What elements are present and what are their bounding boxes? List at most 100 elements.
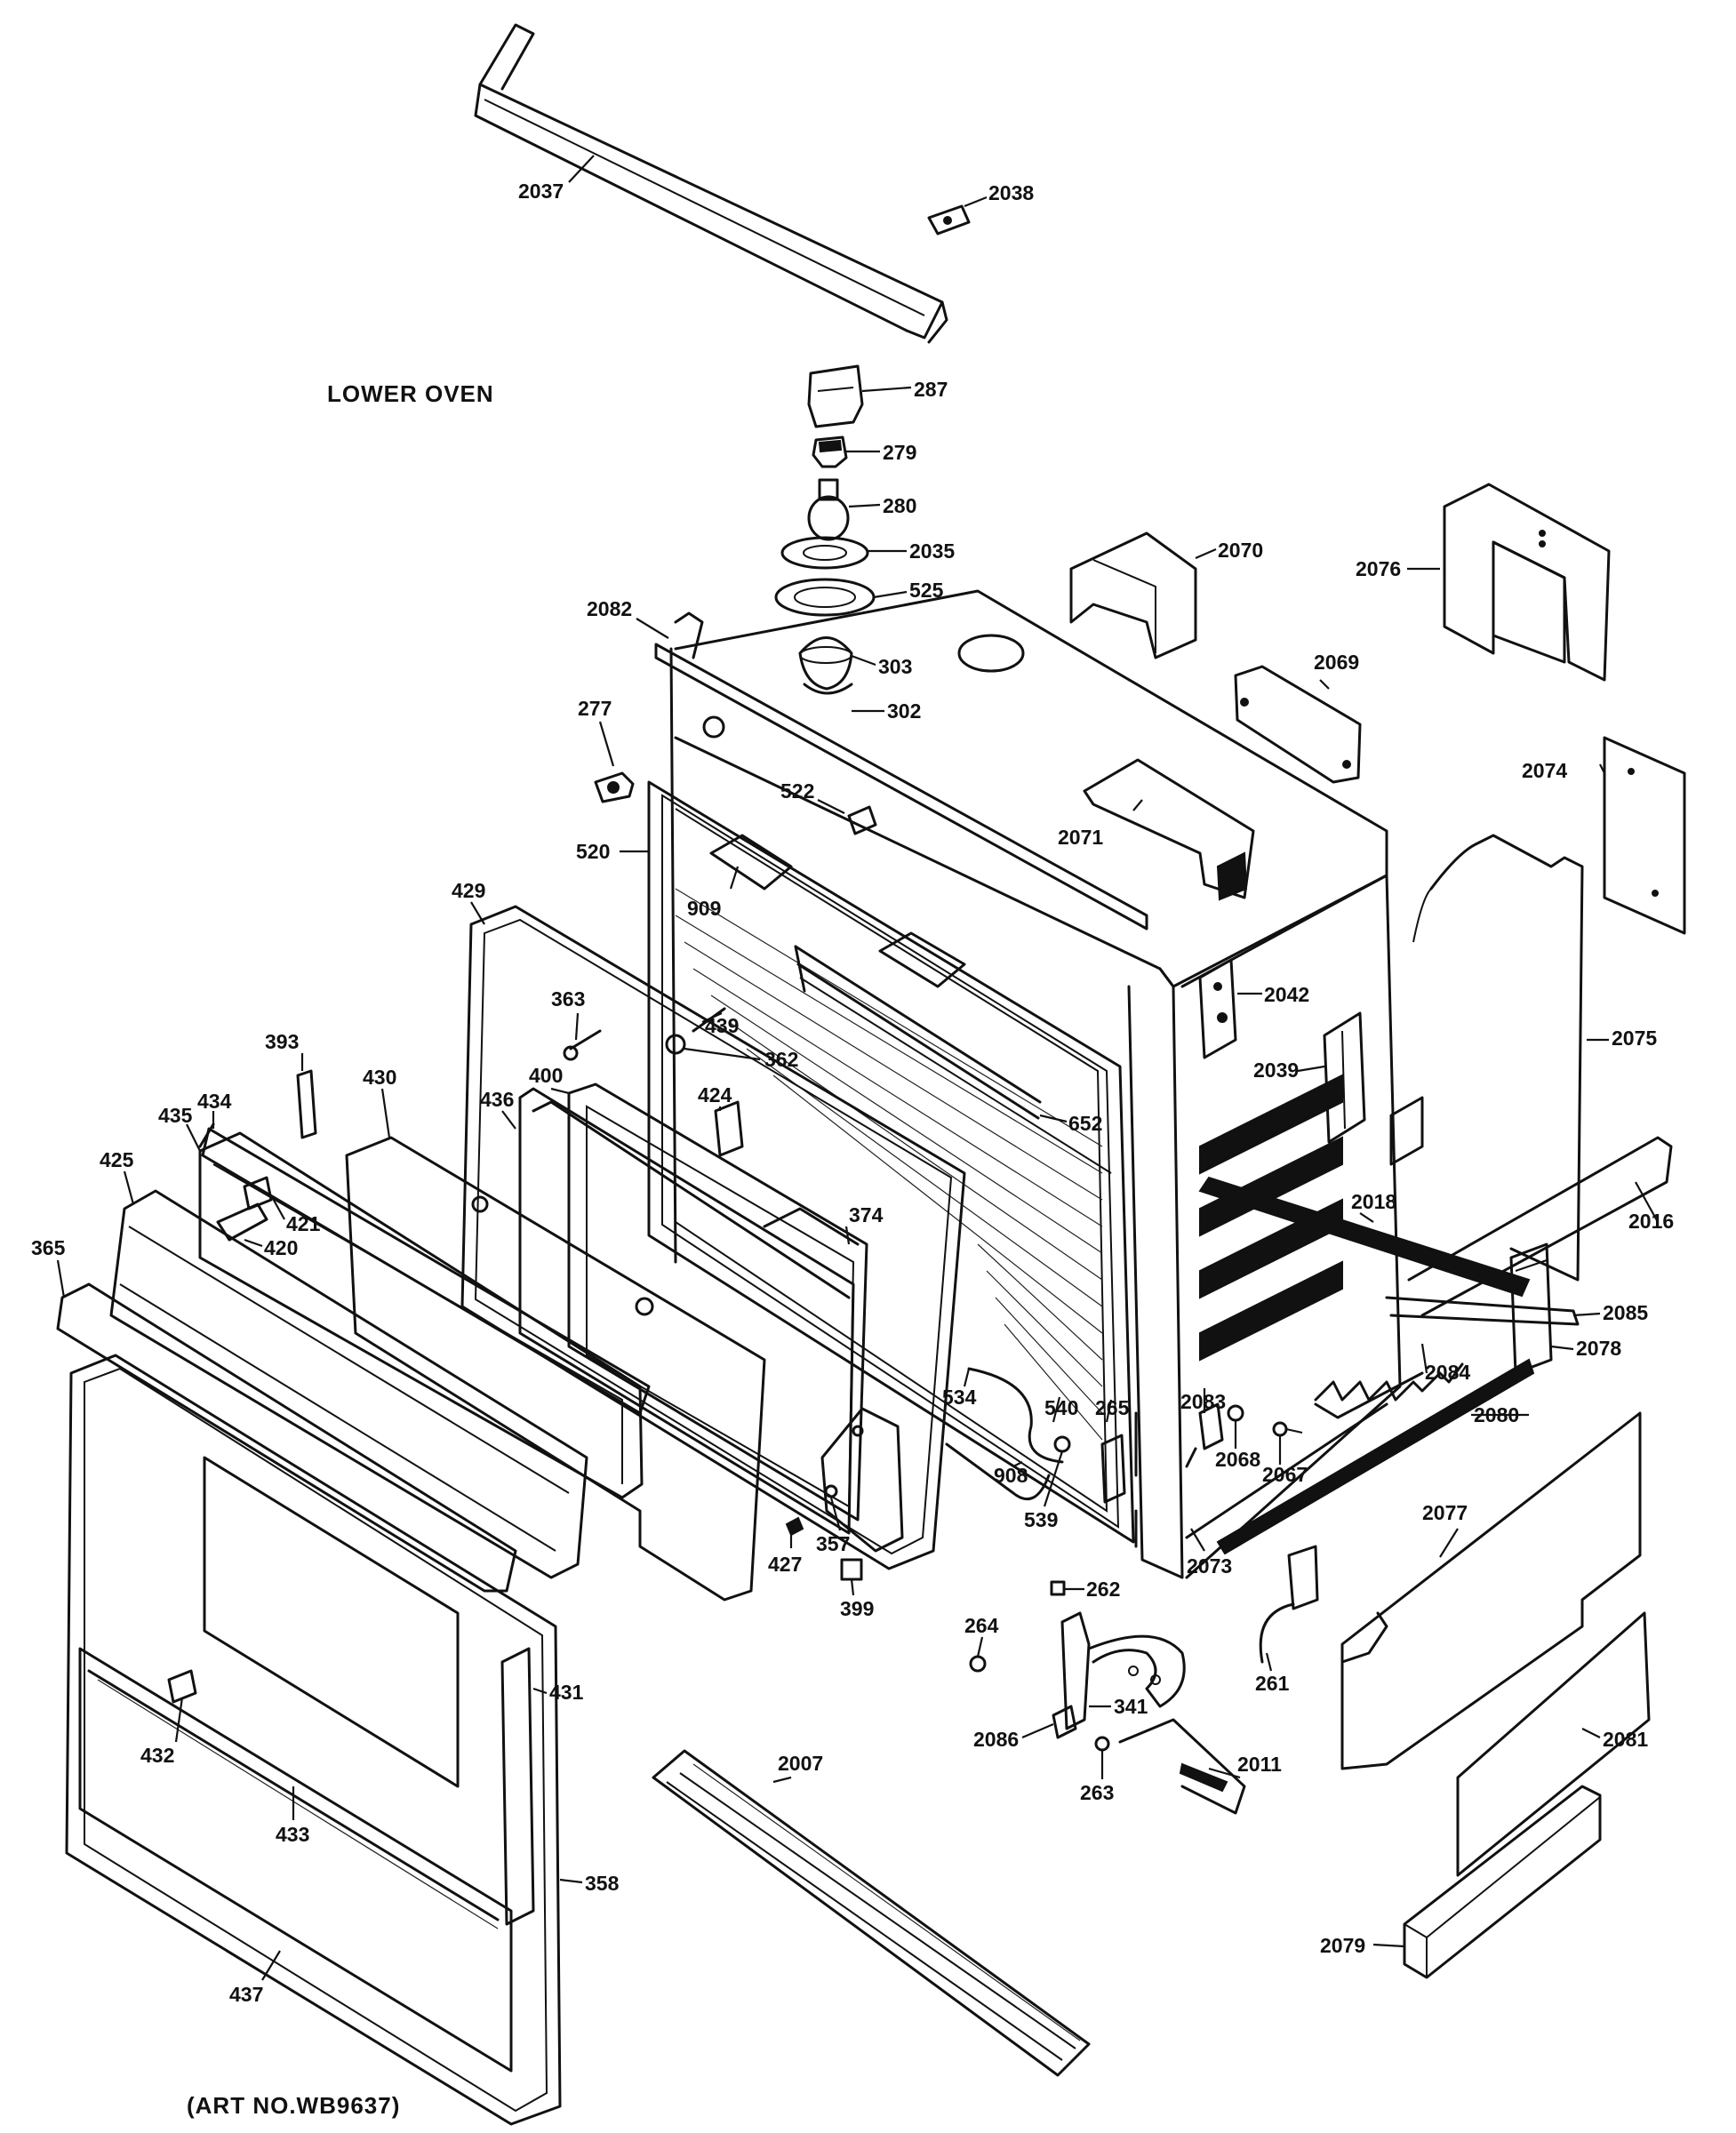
- part-2083-switch: [1185, 1402, 1224, 1468]
- label-421: 421: [286, 1212, 321, 1235]
- label-2016: 2016: [1628, 1210, 1674, 1233]
- label-263: 263: [1080, 1781, 1114, 1804]
- part-421-latch: [243, 1176, 273, 1210]
- part-357-door-hinge: [820, 1407, 904, 1553]
- label-399: 399: [840, 1597, 874, 1620]
- label-2079: 2079: [1320, 1934, 1365, 1957]
- part-435-door-frame: [198, 1131, 644, 1499]
- part-432-door-clip: [167, 1669, 197, 1704]
- label-261: 261: [1255, 1672, 1290, 1695]
- part-2079-kick-plate: [1403, 1785, 1602, 1979]
- part-2035-ring: [780, 536, 869, 570]
- part-279-lamp-socket: [812, 435, 848, 468]
- part-2082-trim-rail: [654, 611, 1148, 931]
- art-number: (ART NO.WB9637): [187, 2092, 400, 2119]
- label-393: 393: [265, 1030, 299, 1053]
- label-262: 262: [1086, 1578, 1120, 1601]
- part-429-door-liner: [460, 905, 966, 1570]
- label-2082: 2082: [587, 597, 632, 620]
- label-303: 303: [878, 655, 912, 678]
- label-2074: 2074: [1522, 759, 1567, 782]
- part-2071-duct: [1083, 758, 1255, 901]
- part-539-connector: [1053, 1435, 1071, 1453]
- label-534: 534: [942, 1386, 977, 1409]
- label-2067: 2067: [1262, 1463, 1308, 1486]
- part-522-clip: [847, 805, 877, 835]
- label-400: 400: [529, 1064, 563, 1087]
- label-652: 652: [1068, 1112, 1102, 1135]
- part-263-pin: [1094, 1736, 1110, 1752]
- label-374: 374: [849, 1203, 884, 1226]
- part-399-bumper: [840, 1558, 863, 1581]
- label-2035: 2035: [909, 539, 955, 563]
- label-357: 357: [816, 1532, 850, 1555]
- part-265-hinge-slot: [1100, 1434, 1126, 1504]
- part-2081-panel: [1456, 1611, 1651, 1877]
- part-287-socket-bracket: [807, 364, 864, 428]
- part-2007-vent-grille: [652, 1749, 1091, 2077]
- label-362: 362: [764, 1048, 798, 1071]
- part-2018-bar: [1198, 1176, 1531, 1298]
- part-358-outer-door: [65, 1354, 562, 2126]
- part-431-door-side-channel: [500, 1647, 535, 1926]
- label-431: 431: [549, 1681, 584, 1704]
- part-2016-bar: [1407, 1136, 1673, 1317]
- part-2038-clip: [927, 204, 971, 236]
- part-2085-rod: [1385, 1296, 1580, 1326]
- label-2011: 2011: [1237, 1753, 1282, 1776]
- part-264-ring: [969, 1655, 987, 1673]
- part-2073-bottom-edge: [1185, 1402, 1388, 1539]
- label-2071: 2071: [1058, 826, 1103, 849]
- label-2085: 2085: [1603, 1301, 1648, 1324]
- part-430-door-inner-panel: [345, 1136, 766, 1602]
- label-2018: 2018: [1351, 1190, 1396, 1213]
- part-525-gasket: [774, 578, 876, 617]
- label-302: 302: [887, 699, 921, 723]
- label-437: 437: [229, 1983, 263, 2006]
- part-425-door-top-trim: [109, 1189, 588, 1579]
- part-2075-side-panel: [1412, 834, 1584, 1282]
- diagram-title: LOWER OVEN: [327, 380, 494, 407]
- part-363-screw: [563, 1029, 602, 1061]
- part-909-window-left: [709, 834, 793, 891]
- part-2078-bracket: [1509, 1242, 1553, 1375]
- door-window: [203, 1456, 460, 1788]
- label-539: 539: [1024, 1508, 1058, 1531]
- label-2078: 2078: [1576, 1337, 1621, 1360]
- label-430: 430: [363, 1066, 396, 1089]
- label-2081: 2081: [1603, 1728, 1648, 1751]
- label-279: 279: [883, 441, 916, 464]
- part-2042-hinge-plate: [1198, 958, 1237, 1059]
- part-2084-spring: [1314, 1362, 1464, 1419]
- label-2007: 2007: [778, 1752, 823, 1775]
- part-437-door-frame: [78, 1647, 513, 2073]
- part-2086-pin: [1052, 1705, 1077, 1739]
- oven-rack-hatch: [675, 888, 1103, 1441]
- label-2086: 2086: [973, 1728, 1019, 1751]
- leader-lines: [56, 155, 1659, 1981]
- label-2068: 2068: [1215, 1448, 1260, 1471]
- label-424: 424: [698, 1083, 732, 1106]
- part-2070-bracket: [1069, 531, 1197, 659]
- label-2038: 2038: [988, 181, 1034, 204]
- label-365: 365: [31, 1236, 66, 1259]
- label-432: 432: [140, 1744, 174, 1767]
- label-436: 436: [480, 1088, 514, 1111]
- label-520: 520: [576, 840, 610, 863]
- label-2073: 2073: [1187, 1554, 1232, 1578]
- label-433: 433: [276, 1823, 309, 1846]
- label-287: 287: [914, 378, 948, 401]
- part-362-washer: [665, 1034, 686, 1055]
- label-2075: 2075: [1612, 1027, 1657, 1050]
- label-425: 425: [100, 1148, 134, 1171]
- part-652-rack-rod: [794, 945, 1042, 1120]
- label-2037: 2037: [518, 180, 564, 203]
- label-2039: 2039: [1253, 1059, 1299, 1082]
- label-435: 435: [158, 1104, 193, 1127]
- part-2074-panel: [1603, 736, 1686, 935]
- label-265: 265: [1095, 1396, 1130, 1419]
- part-365-handle-trim: [56, 1282, 517, 1593]
- part-2011-bracket: [1118, 1718, 1246, 1815]
- part-393-bracket: [296, 1069, 317, 1139]
